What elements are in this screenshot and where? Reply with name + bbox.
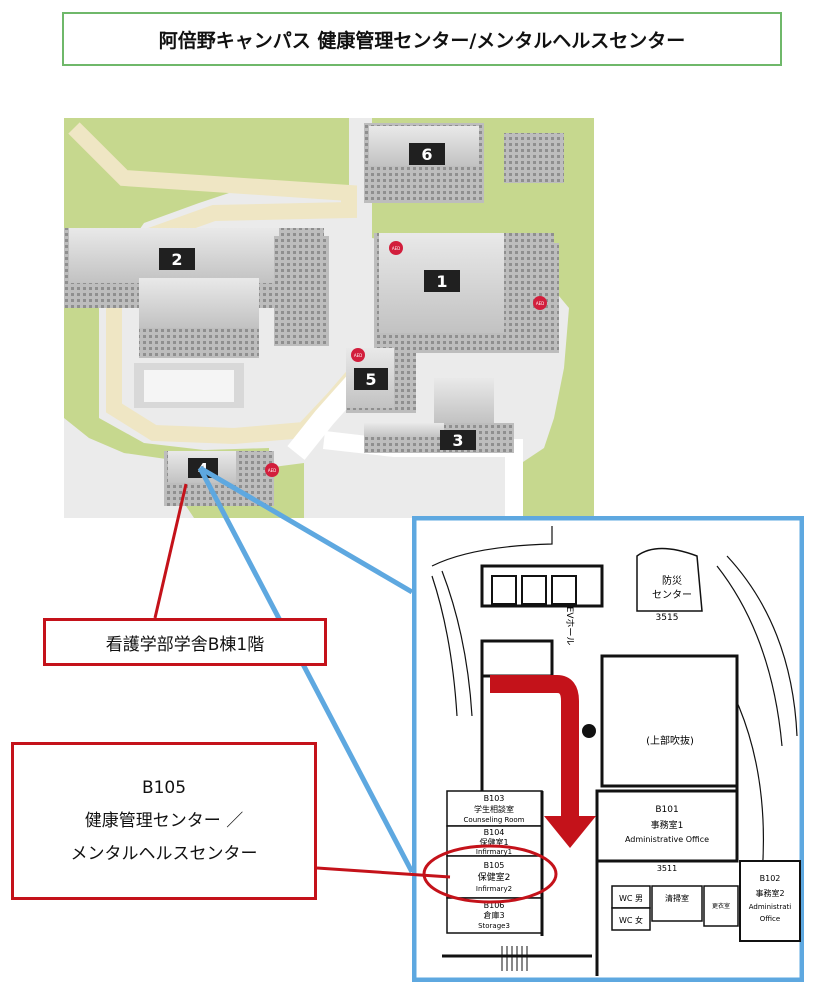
building-number-6: 6: [421, 145, 432, 164]
disaster-center-label-1: 防災: [662, 574, 682, 587]
aed-marker: AED: [533, 296, 547, 310]
cleaning-room-label: 清掃室: [665, 893, 689, 903]
room-b106: [446, 897, 543, 934]
room-b101-en: Administrative Office: [625, 835, 709, 844]
room-b106-name: 倉庫3: [483, 910, 504, 920]
room-leader-line: [316, 866, 451, 879]
room-b103-name: 学生相談室: [474, 804, 514, 814]
aed-marker: AED: [389, 241, 403, 255]
room-b105-name: 保健室2: [478, 871, 511, 883]
room-b106-code: B106: [484, 901, 505, 910]
building-number-2: 2: [171, 250, 182, 269]
floor-callout: 看護学部学舎B棟1階: [43, 618, 327, 666]
lawn-area-east: [372, 118, 594, 518]
locker-room: [703, 885, 739, 927]
aed-marker: AED: [351, 348, 365, 362]
building-6: 6: [364, 123, 564, 203]
wc-women-label: WC 女: [619, 915, 643, 925]
locker-room-label: 更衣室: [712, 902, 730, 910]
room-callout-name-2: メンタルヘルスセンター: [70, 843, 258, 864]
floor-leader-line: [153, 483, 188, 619]
room-b102-code: B102: [760, 874, 781, 883]
room-b104-en: Infirmary1: [476, 848, 512, 856]
aed-marker: AED: [265, 463, 279, 477]
room-callout-code: B105: [141, 777, 187, 798]
inset-connector-line: [197, 466, 415, 874]
aed-label: AED: [392, 246, 400, 251]
lawn-area-west: [64, 118, 349, 463]
inset-connector-line: [198, 465, 414, 595]
room-b103: [446, 790, 543, 827]
floor-callout-text: 看護学部学舎B棟1階: [105, 634, 265, 655]
room-3515-label: 3515: [656, 613, 679, 623]
room-b101-code: B101: [655, 805, 678, 815]
wc-men-label: WC 男: [619, 894, 643, 903]
building-number-3: 3: [452, 431, 463, 450]
campus-map: 6 2 1 5 3 4: [64, 118, 594, 518]
room-callout: B105 健康管理センター ／ メンタルヘルスセンター: [11, 742, 317, 900]
route-arrowhead: [544, 816, 596, 848]
room-b105-code: B105: [484, 861, 505, 870]
building-2: 2: [64, 228, 329, 408]
disaster-center-label-2: センター: [652, 589, 692, 601]
room-b102-en: Administrati: [749, 903, 792, 911]
cleaning-room: [651, 885, 703, 922]
room-b101: [595, 789, 739, 863]
room-b102-en-2: Office: [760, 915, 780, 923]
room-b103-en: Counseling Room: [464, 816, 525, 824]
room-b103-code: B103: [484, 794, 505, 803]
building-number-5: 5: [365, 370, 376, 389]
room-callout-name-1: 健康管理センター ／: [84, 810, 244, 831]
room-b102: [739, 860, 801, 942]
route-arrow: [490, 675, 579, 816]
building-1: 1: [374, 233, 559, 353]
room-highlight-circle: [422, 844, 558, 904]
atrium-label: (上部吹抜): [646, 734, 694, 747]
room-b101-name: 事務室1: [651, 819, 684, 831]
room-b104-code: B104: [484, 828, 505, 837]
disaster-center-room: [636, 547, 703, 612]
room-b105-en: Infirmary2: [476, 885, 512, 893]
wc-women: [611, 907, 651, 931]
elevator-hall-label: EVホール: [564, 607, 575, 646]
elevator-block: [480, 564, 604, 608]
room-b104-name: 保健室1: [479, 837, 508, 847]
aed-label: AED: [354, 353, 362, 358]
building-3: 3: [364, 378, 514, 453]
page-title: 阿倍野キャンパス 健康管理センター/メンタルヘルスセンター: [62, 12, 782, 66]
aed-label: AED: [536, 301, 544, 306]
aed-label: AED: [268, 468, 276, 473]
room-b102-name: 事務室2: [755, 888, 784, 898]
room-b106-en: Storage3: [478, 922, 510, 930]
building-number-1: 1: [436, 272, 447, 291]
room-3511-label: 3511: [657, 864, 677, 873]
